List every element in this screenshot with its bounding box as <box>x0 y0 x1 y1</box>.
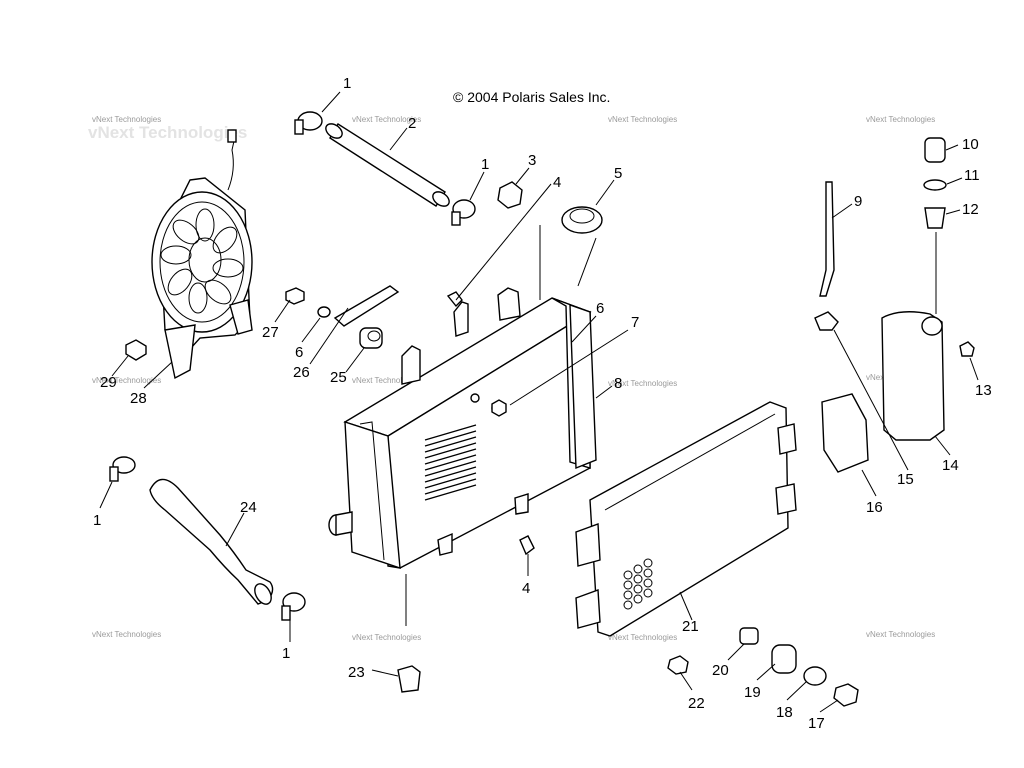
bracket-26 <box>333 285 400 327</box>
clip-4-top <box>446 291 463 308</box>
callout-20: 20 <box>712 662 729 679</box>
watermark-1: vNext Technologies <box>92 115 161 124</box>
callout-1-bottom: 1 <box>282 645 290 662</box>
watermark-5: vNext Technologies <box>92 376 161 385</box>
watermark-bg-1: vNext Technologies <box>88 123 247 142</box>
fitting-15 <box>814 311 839 331</box>
watermark-7: vNext Technologies <box>608 379 677 388</box>
callout-4-bottom: 4 <box>522 580 530 597</box>
watermark-2: vNext Technologies <box>352 115 421 124</box>
callout-5: 5 <box>614 165 622 182</box>
grommet-19 <box>771 644 797 674</box>
clamp-1-bottom <box>281 592 306 621</box>
cap-10 <box>924 137 946 163</box>
upper-hose <box>325 123 450 207</box>
callout-1-mid: 1 <box>481 156 489 173</box>
insert-12 <box>924 207 946 229</box>
clip-4-bottom <box>519 535 535 556</box>
clamp-1-top <box>294 111 323 135</box>
callout-3: 3 <box>528 152 536 169</box>
copyright-text: © 2004 Polaris Sales Inc. <box>453 89 610 105</box>
callout-10: 10 <box>962 136 979 153</box>
clamp-1-mid <box>451 199 476 226</box>
callout-26: 26 <box>293 364 310 381</box>
callout-22: 22 <box>688 695 705 712</box>
callout-1-left: 1 <box>93 512 101 529</box>
callout-19: 19 <box>744 684 761 701</box>
radiator <box>328 287 597 570</box>
callout-9: 9 <box>854 193 862 210</box>
callout-28: 28 <box>130 390 147 407</box>
recovery-bottle <box>881 311 945 441</box>
callout-1-top: 1 <box>343 75 351 92</box>
watermark-11: vNext Technologies <box>608 633 677 642</box>
shroud <box>575 401 797 637</box>
callout-2: 2 <box>408 115 416 132</box>
watermark-6: vNext Technologies <box>352 376 421 385</box>
radiator-cap <box>561 206 603 234</box>
o-ring-11 <box>923 179 947 191</box>
callout-17: 17 <box>808 715 825 732</box>
callout-12: 12 <box>962 201 979 218</box>
callout-25: 25 <box>330 369 347 386</box>
bolt-17 <box>833 683 859 707</box>
leader-lines <box>99 91 979 713</box>
callout-29: 29 <box>100 374 117 391</box>
bolt-29 <box>125 339 147 361</box>
spacer-20 <box>739 627 759 645</box>
callout-23: 23 <box>348 664 365 681</box>
drain-plug-23 <box>397 665 421 693</box>
watermark-10: vNext Technologies <box>352 633 421 642</box>
callout-numbers: 1 2 1 3 4 5 6 7 8 9 10 11 12 13 14 15 16… <box>93 75 992 732</box>
screw-13 <box>959 341 975 357</box>
washer-18 <box>803 666 827 686</box>
callout-4-top: 4 <box>553 174 561 191</box>
watermark-3: vNext Technologies <box>608 115 677 124</box>
bracket-16 <box>821 393 869 473</box>
callout-6-right: 6 <box>596 300 604 317</box>
watermark-9: vNext Technologies <box>92 630 161 639</box>
grommet-25 <box>359 327 383 349</box>
bolt-27 <box>285 287 305 305</box>
callout-8: 8 <box>614 375 622 392</box>
watermark-4: vNext Technologies <box>866 115 935 124</box>
lower-hose <box>149 478 274 605</box>
callout-18: 18 <box>776 704 793 721</box>
callout-15: 15 <box>897 471 914 488</box>
fan-assembly <box>151 129 253 380</box>
bolt-22 <box>667 655 689 675</box>
nut-7 <box>491 399 507 417</box>
watermark-12: vNext Technologies <box>866 630 935 639</box>
washer-6-left <box>317 306 331 318</box>
clamp-1-left <box>109 456 136 482</box>
callout-14: 14 <box>942 457 959 474</box>
callout-11: 11 <box>964 167 980 184</box>
callout-13: 13 <box>975 382 992 399</box>
callout-21: 21 <box>682 618 699 635</box>
callout-7: 7 <box>631 314 639 331</box>
callout-16: 16 <box>866 499 883 516</box>
callout-6-left: 6 <box>295 344 303 361</box>
callout-24: 24 <box>240 499 257 516</box>
tube-9 <box>819 181 835 297</box>
temp-sender-3 <box>497 181 523 209</box>
callout-27: 27 <box>262 324 279 341</box>
